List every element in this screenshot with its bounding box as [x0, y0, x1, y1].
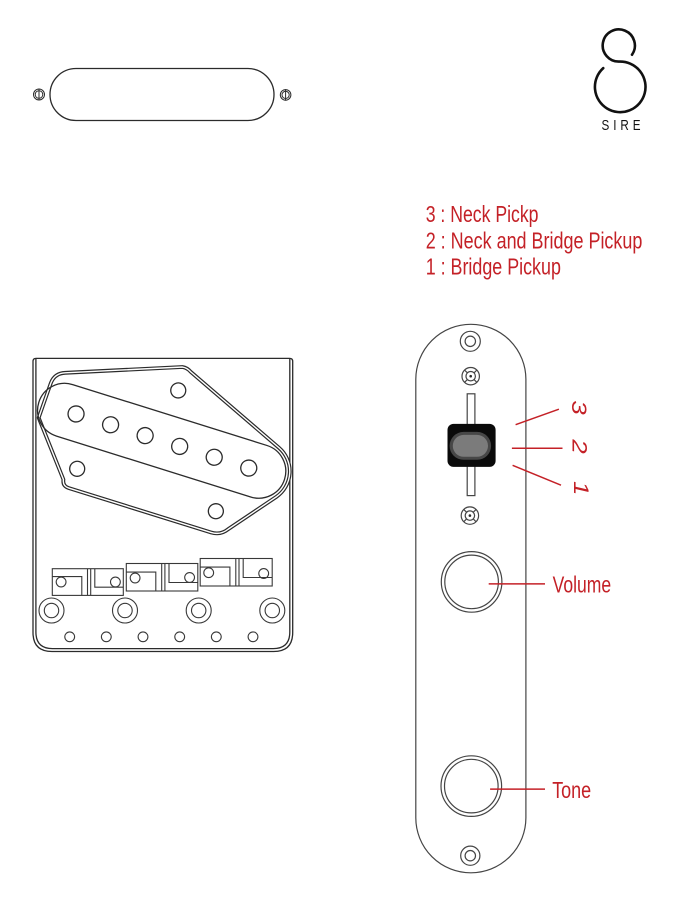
svg-text:2 : Neck and Bridge Pickup: 2 : Neck and Bridge Pickup	[426, 228, 643, 254]
svg-text:1 : Bridge Pickup: 1 : Bridge Pickup	[426, 254, 561, 280]
svg-text:3 : Neck Pickp: 3 : Neck Pickp	[426, 201, 539, 227]
svg-text:SIRE: SIRE	[602, 118, 645, 134]
svg-text:2: 2	[567, 438, 591, 453]
svg-text:1: 1	[568, 481, 592, 495]
svg-text:Volume: Volume	[553, 571, 612, 597]
svg-text:3: 3	[567, 400, 591, 414]
svg-text:Tone: Tone	[552, 777, 591, 803]
